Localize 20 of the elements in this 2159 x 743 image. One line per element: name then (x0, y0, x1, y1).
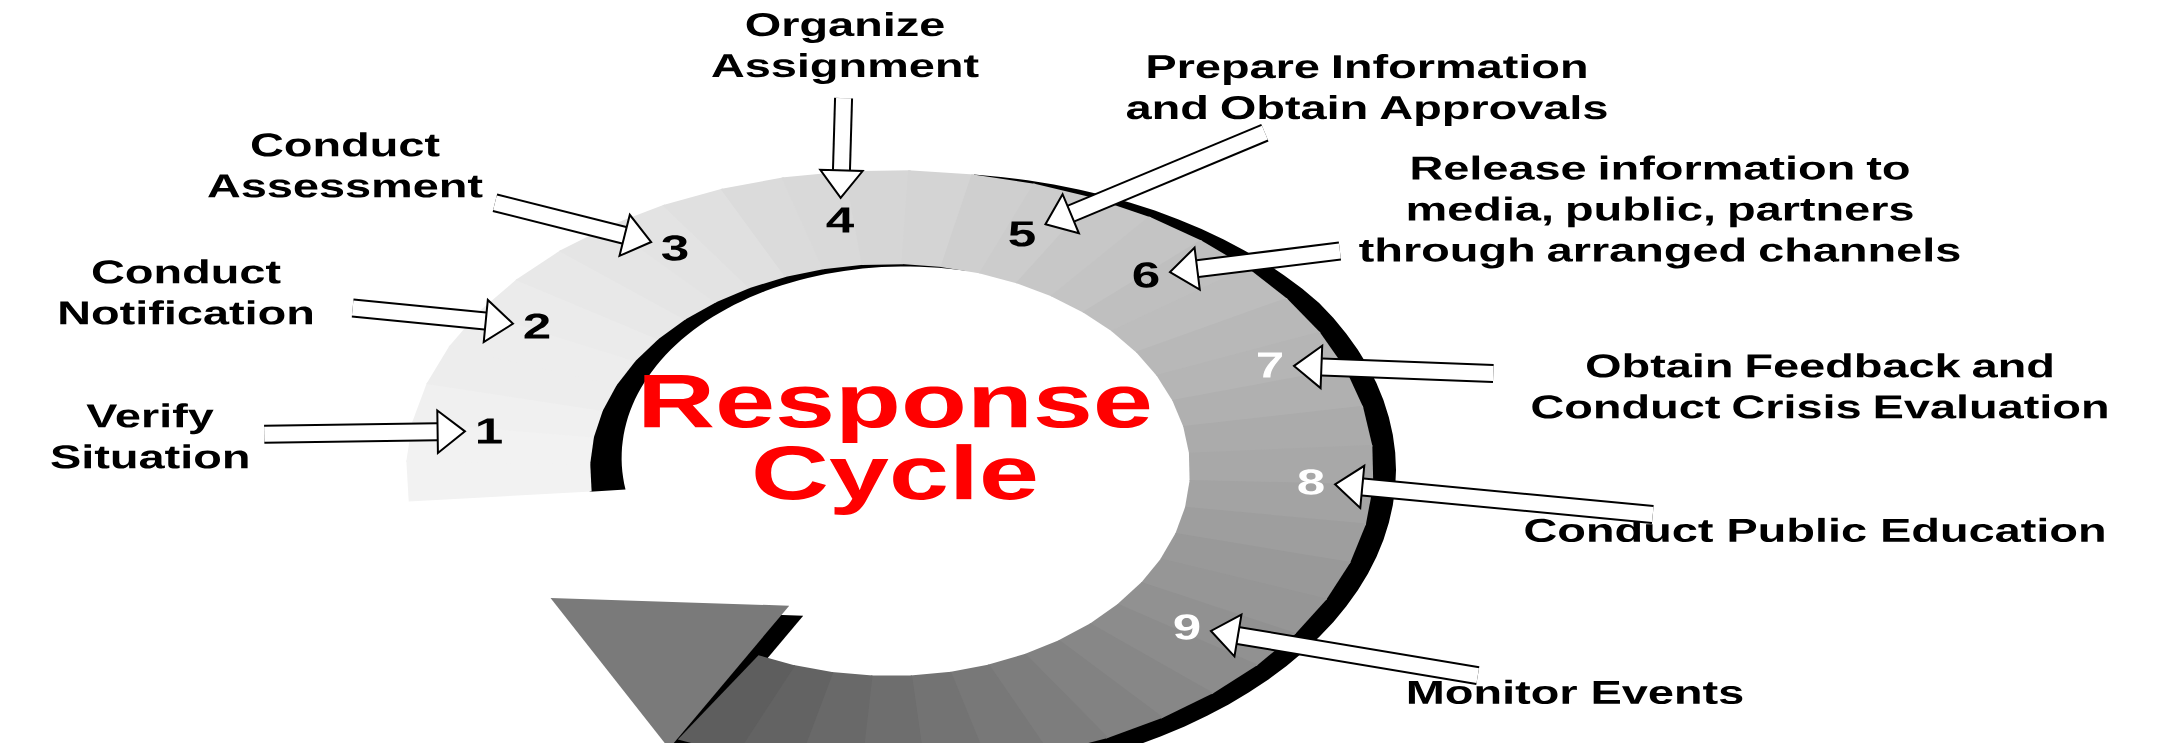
cycle-title: Response Cycle (644, 375, 1150, 515)
step-label: Monitor Events (1408, 679, 1743, 705)
step-number: 5 (1009, 221, 1035, 247)
step-number: 2 (524, 313, 550, 339)
step-number: 1 (478, 418, 502, 444)
step-number: 9 (1174, 614, 1200, 640)
step-label: Organize Assignment (712, 12, 979, 84)
hollow-arrow (1044, 123, 1269, 235)
step-number: 6 (1133, 262, 1159, 288)
step-number: 3 (662, 235, 688, 261)
step-number: 4 (826, 207, 854, 233)
step-number: 8 (1298, 469, 1324, 495)
step-label: Release information to media, public, partners through arranged channels (1359, 155, 1960, 269)
step-label: Conduct Notification (60, 259, 312, 325)
step-label: Obtain Feedback and Conduct Crisis Evaluation (1532, 353, 2107, 419)
step-label: Conduct Assessment (208, 132, 483, 198)
step-label: Prepare Information and Obtain Approvals (1126, 54, 1607, 126)
step-label: Verify Situation (51, 403, 248, 469)
step-label: Conduct Public Education (1525, 517, 2104, 543)
step-number: 7 (1258, 352, 1282, 378)
